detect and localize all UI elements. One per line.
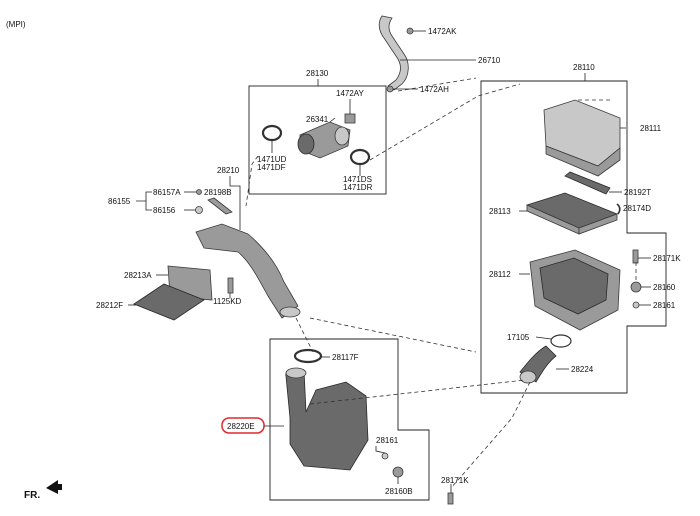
label-1471dr: 1471DR [343, 183, 373, 192]
front-arrow-icon [46, 480, 62, 494]
grommet-28160-a [630, 281, 642, 293]
label-28112: 28112 [489, 270, 511, 279]
label-17105: 17105 [507, 333, 530, 342]
gasket-17105 [550, 334, 572, 348]
label-28174d: 28174D [623, 204, 651, 213]
clamp-1472ak [406, 27, 414, 35]
collar-28161-a [632, 301, 640, 309]
label-28130: 28130 [306, 69, 329, 78]
resonator-28220e [285, 368, 369, 471]
label-28113: 28113 [489, 207, 511, 216]
highlight-28220e [221, 417, 265, 434]
label-28220e: 28220E [227, 422, 255, 431]
label-28111: 28111 [640, 124, 662, 133]
label-28171k-a: 28171K [653, 254, 681, 263]
intake-duct-28210 [195, 223, 299, 319]
label-28160b: 28160B [385, 487, 413, 496]
label-1472ah: 1472AH [420, 85, 449, 94]
ring-28117f [293, 348, 323, 364]
breather-hose [378, 15, 409, 91]
grommet-28160b [392, 466, 404, 478]
label-28198b: 28198B [204, 188, 232, 197]
label-28110: 28110 [573, 63, 595, 72]
label-28213a: 28213A [124, 271, 152, 280]
box-28110 [480, 80, 667, 394]
bolt-1472ay [344, 113, 356, 124]
label-28161-a: 28161 [653, 301, 676, 310]
label-28192t: 28192T [624, 188, 651, 197]
label-1471ud: 1471UD [257, 155, 287, 164]
box-28220e [269, 338, 430, 501]
group-28220e: 28117F 28220E 28161 28160B 28171K [221, 338, 469, 505]
bolt-28171k-b [447, 492, 454, 505]
pad-28198b [207, 197, 233, 215]
label-28224: 28224 [571, 365, 594, 374]
label-1471ds: 1471DS [343, 175, 372, 184]
label-1472ay: 1472AY [336, 89, 365, 98]
box-28130 [248, 85, 387, 195]
clamp-1471ds [349, 148, 371, 166]
group-28130: 28130 1472AY 26341 1471UD 1471DF 1471DS … [248, 69, 387, 195]
bolt-28171k-a [632, 249, 639, 264]
group-28110: 28110 28111 28192T 28113 28174D 28112 28… [480, 63, 681, 394]
clamp-1471ud [261, 124, 283, 142]
connection-lines [245, 77, 637, 489]
label-1125kd: 1125KD [213, 297, 242, 306]
label-86155: 86155 [108, 197, 131, 206]
grommet-86156 [195, 206, 203, 214]
front-direction-indicator: FR. [24, 480, 62, 501]
collar-28161-b [381, 452, 389, 460]
front-label: FR. [24, 490, 40, 501]
group-28210: 28210 86157A 28198B 86155 86156 28213A 1… [96, 166, 301, 321]
label-28160-a: 28160 [653, 283, 676, 292]
clip-86157a [196, 189, 202, 195]
label-28212f: 28212F [96, 301, 123, 310]
plate-28212f [133, 283, 205, 321]
label-86156: 86156 [153, 206, 176, 215]
label-86157a: 86157A [153, 188, 181, 197]
label-28161-b: 28161 [376, 436, 399, 445]
label-28210: 28210 [217, 166, 240, 175]
clip-28174d [616, 203, 621, 215]
label-26341: 26341 [306, 115, 329, 124]
duct-28192t [564, 171, 611, 195]
label-1471df: 1471DF [257, 163, 286, 172]
label-28171k-b: 28171K [441, 476, 469, 485]
variant-label: (MPI) [6, 20, 26, 29]
label-1472ak: 1472AK [428, 27, 457, 36]
breather-hose-group: 1472AK 26710 1472AH [378, 15, 501, 94]
clamp-1472ah [386, 85, 394, 93]
label-28117f: 28117F [332, 353, 359, 362]
label-26710: 26710 [478, 56, 501, 65]
bolt-1125kd [227, 277, 234, 294]
